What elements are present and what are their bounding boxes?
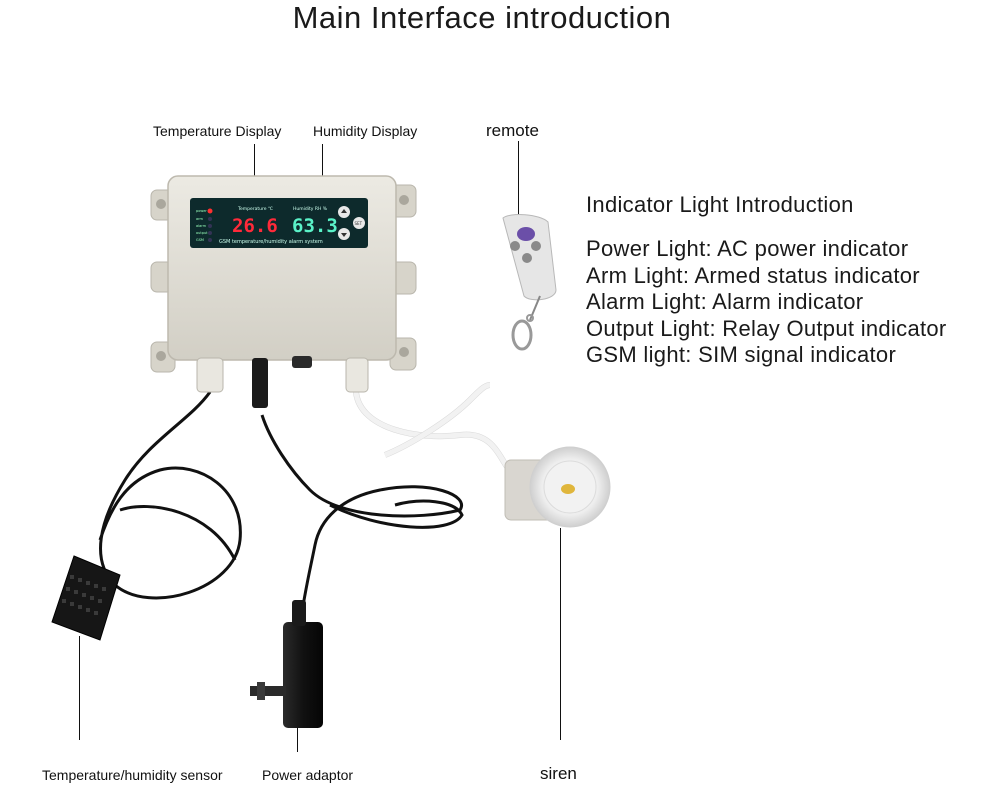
indicator-info-item: Power Light: AC power indicator	[586, 236, 909, 261]
indicator-name-gsm: GSM	[196, 238, 204, 242]
indicator-info-item: GSM light: SIM signal indicator	[586, 342, 897, 367]
indicator-info-block: Indicator Light Introduction Power Light…	[586, 192, 947, 369]
up-arrow-icon	[341, 209, 347, 213]
remote-button-b	[531, 241, 541, 251]
siren-leader-line	[560, 528, 562, 740]
set-button-label: SET	[355, 221, 363, 226]
indicator-info-heading: Indicator Light Introduction	[586, 192, 854, 217]
indicator-info-item: Alarm Light: Alarm indicator	[586, 289, 864, 314]
siren-logo-icon	[561, 484, 575, 494]
output-indicator-led	[208, 231, 212, 235]
remote-control	[502, 214, 557, 351]
sensor-cable	[98, 391, 242, 600]
alarm-indicator-led	[208, 224, 212, 228]
remote-lock-button	[517, 227, 535, 241]
sensor-label: Temperature/humidity sensor	[42, 767, 223, 783]
remote-leader-line	[518, 141, 520, 219]
humidity-value: 63.3	[292, 215, 338, 237]
temperature-value: 26.6	[232, 215, 278, 237]
arm-indicator-led	[208, 217, 212, 221]
siren-cable	[353, 382, 522, 483]
temperature-leader-line	[254, 144, 256, 206]
system-caption: GSM temperature/humidity alarm system	[219, 239, 323, 245]
indicator-info-item: Output Light: Relay Output indicator	[586, 315, 947, 341]
siren-label: siren	[540, 764, 577, 783]
indicator-info-item: Arm Light: Armed status indicator	[586, 262, 920, 288]
display-panel: power arm alarm output GSM Temperature ℃…	[190, 198, 368, 248]
remote-label: remote	[486, 121, 539, 140]
humidity-leader-line	[322, 144, 324, 198]
temperature-caption: Temperature ℃	[237, 206, 273, 212]
humidity-display-label: Humidity Display	[313, 123, 418, 139]
temperature-humidity-sensor	[51, 555, 121, 641]
remote-button-a	[510, 241, 520, 251]
indicator-name-output: output	[196, 231, 208, 235]
power-adaptor	[250, 600, 323, 728]
adaptor-cable	[260, 414, 464, 626]
temperature-display-label: Temperature Display	[153, 123, 282, 139]
indicator-name-power: power	[196, 209, 207, 213]
power-adaptor-label: Power adaptor	[262, 767, 354, 783]
key-ring-icon	[511, 319, 533, 351]
set-button	[353, 217, 365, 229]
humidity-caption: Humidity RH %	[293, 206, 328, 212]
indicator-name-alarm: alarm	[196, 224, 207, 228]
remote-button-c	[522, 253, 532, 263]
down-arrow-icon	[341, 233, 347, 237]
indicator-name-arm: arm	[196, 217, 204, 221]
page-title: Main Interface introduction	[292, 0, 672, 35]
sensor-leader-line	[79, 636, 81, 740]
siren-unit	[504, 446, 611, 528]
gsm-indicator-led	[208, 238, 212, 242]
power-indicator-led	[207, 208, 213, 214]
adaptor-leader-line	[297, 726, 299, 752]
